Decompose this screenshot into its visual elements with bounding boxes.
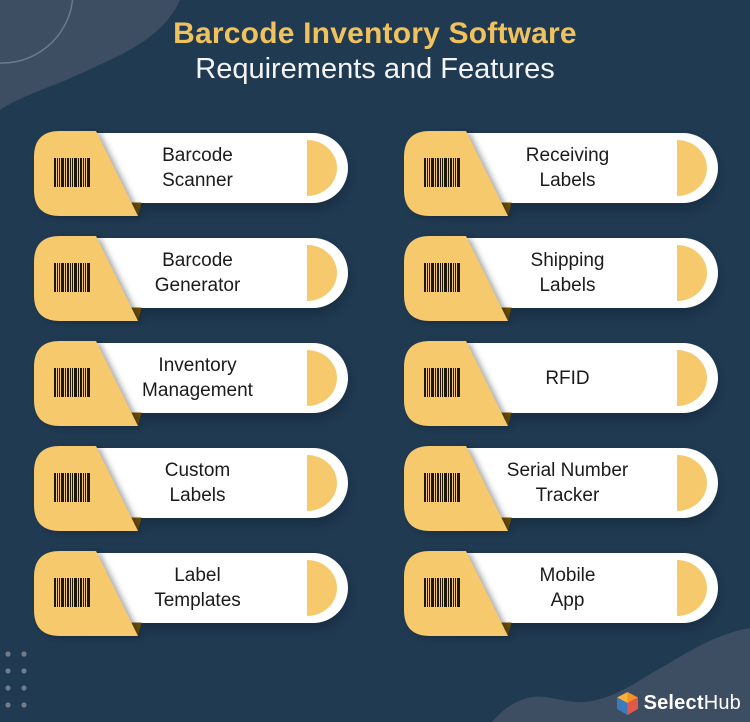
feature-item: Barcode Scanner: [32, 127, 348, 217]
feature-label: Mobile App: [539, 565, 596, 611]
folded-ribbon-shape: [34, 341, 142, 426]
decor-circle-outline: [0, 0, 74, 64]
feature-label: Barcode Generator: [154, 250, 241, 296]
feature-item: Inventory Management: [32, 337, 348, 427]
folded-ribbon-shape: [34, 551, 142, 636]
barcode-icon: [54, 263, 90, 292]
feature-item: Mobile App: [402, 547, 718, 637]
folded-ribbon-shape: [404, 551, 512, 636]
feature-label: Inventory Management: [142, 355, 253, 401]
barcode-icon: [424, 578, 460, 607]
barcode-icon: [54, 578, 90, 607]
barcode-icon: [424, 368, 460, 397]
folded-ribbon-shape: [404, 446, 512, 531]
folded-ribbon-shape: [34, 236, 142, 321]
brand-name-light: Hub: [703, 692, 741, 714]
feature-label: Label Templates: [154, 565, 241, 611]
feature-label: Barcode Scanner: [162, 145, 233, 191]
page-subtitle: Requirements and Features: [195, 53, 555, 85]
barcode-icon: [54, 158, 90, 187]
feature-label: Custom Labels: [164, 460, 231, 506]
barcode-icon: [424, 473, 460, 502]
brand-logo[interactable]: SelectHub: [616, 692, 741, 715]
header: Barcode Inventory Software Requirements …: [0, 16, 750, 86]
barcode-icon: [54, 368, 90, 397]
barcode-icon: [424, 158, 460, 187]
bottom-right-swoosh: [492, 628, 750, 722]
page-title: Barcode Inventory Software: [173, 17, 577, 50]
selecthub-cube-icon: [616, 692, 638, 715]
feature-item: Receiving Labels: [402, 127, 718, 217]
feature-label: RFID: [545, 367, 590, 389]
brand-name-bold: Select: [643, 692, 704, 714]
folded-ribbon-shape: [404, 131, 512, 216]
folded-ribbon-shape: [34, 446, 142, 531]
feature-item: Custom Labels: [32, 442, 348, 532]
feature-item: Barcode Generator: [32, 232, 348, 322]
folded-ribbon-shape: [404, 236, 512, 321]
feature-item: Label Templates: [32, 547, 348, 637]
feature-item: Shipping Labels: [402, 232, 718, 322]
barcode-icon: [424, 263, 460, 292]
feature-item: RFID: [402, 337, 718, 427]
top-left-swoosh: [0, 0, 180, 110]
feature-label: Receiving Labels: [525, 145, 610, 191]
brand-name: SelectHub: [644, 692, 741, 715]
folded-ribbon-shape: [404, 341, 512, 426]
feature-label: Serial Number Tracker: [506, 460, 629, 506]
feature-item: Serial Number Tracker: [402, 442, 718, 532]
feature-grid: Barcode Scanner: [32, 127, 718, 637]
feature-label: Shipping Labels: [530, 250, 605, 296]
barcode-icon: [54, 473, 90, 502]
folded-ribbon-shape: [34, 131, 142, 216]
dot-grid: [5, 651, 27, 708]
